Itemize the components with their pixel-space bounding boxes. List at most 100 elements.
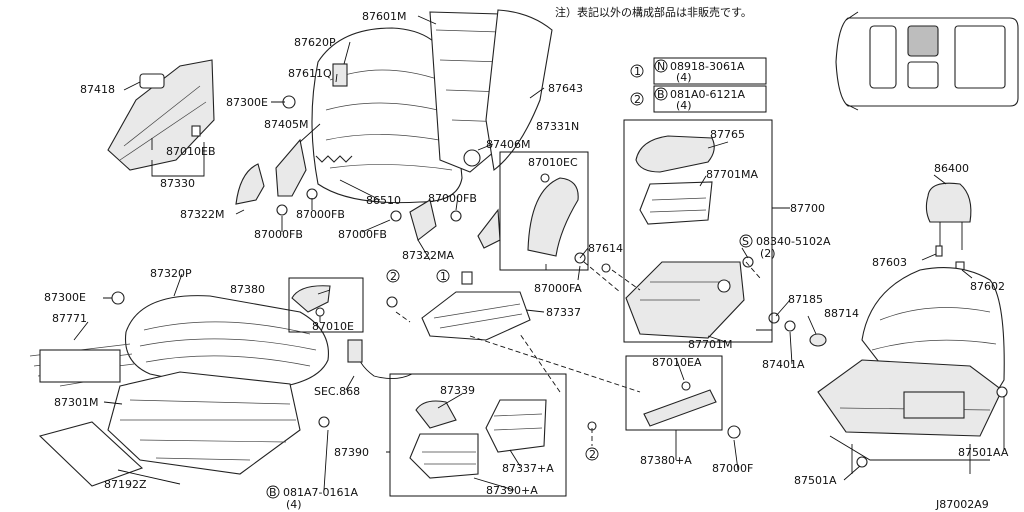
label-87501AA: 87501AA [958,446,1009,459]
label-87330: 87330 [160,177,195,190]
tray-87339 [415,400,457,429]
ref-markers: 2 1 2 S B [266,234,753,499]
holder-87337A [485,399,547,453]
label-87501A: 87501A [794,474,837,487]
svg-text:2: 2 [589,448,596,461]
svg-text:2: 2 [390,270,397,283]
svg-text:2: 2 [634,93,641,106]
harness-sec868 [347,339,413,379]
marker-1-icon [630,64,644,78]
label-87300E-left: 87300E [44,291,86,304]
side-finisher-87330 [107,59,215,171]
note-text: 注）表記以外の構成部品は非販売です。 [555,5,752,19]
label-87000FB-3: 87000FB [338,228,387,241]
label-08340-qty: (2) [760,247,776,260]
label-87300E-top: 87300E [226,96,268,109]
label-87602: 87602 [970,280,1005,293]
label-87701MA: 87701MA [706,168,758,181]
svg-text:(4): (4) [676,99,692,112]
label-87192Z: 87192Z [104,478,147,491]
label-87010E: 87010E [312,320,354,333]
svg-text:(4): (4) [676,71,692,84]
label-87000FB-4: 87000FB [428,192,477,205]
bracket-87337 [386,271,531,341]
part-labels: 87601M 87620P 87611Q 87643 87418 87300E … [44,10,1009,511]
label-87701M: 87701M [688,338,732,351]
svg-text:S: S [742,235,749,248]
s-symbol-icon [739,234,753,248]
label-87320P: 87320P [150,267,192,280]
side-pocket [527,173,579,257]
label-87000FA: 87000FA [534,282,582,295]
label-87337A: 87337+A [502,462,554,475]
label-87620P: 87620P [294,36,336,49]
label-sec868: SEC.868 [314,385,360,398]
label-87700: 87700 [790,202,825,215]
label-87614: 87614 [588,242,623,255]
label-86400: 86400 [934,162,969,175]
label-87601M: 87601M [362,10,406,23]
label-08340-5102A: 08340-5102A [756,235,831,248]
label-87322M: 87322M [180,208,224,221]
label-87405M: 87405M [264,118,308,131]
label-87771: 87771 [52,312,87,325]
console-tray-87701MA [639,181,713,225]
box-87380 [288,277,364,333]
n-symbol-icon [654,59,668,73]
label-87010EC: 87010EC [528,156,578,169]
console-lid-87765 [635,135,715,173]
label-87000F: 87000F [712,462,753,475]
label-87603: 87603 [872,256,907,269]
recliner-cover-87322M [235,138,318,216]
svg-text:1: 1 [634,65,641,78]
label-87339: 87339 [440,384,475,397]
label-87611Q: 87611Q [288,67,332,80]
label-87301M: 87301M [54,396,98,409]
label-87185: 87185 [788,293,823,306]
legend-part-2: 081A0-6121A [670,88,745,101]
marker-2-icon [585,447,599,461]
cup-holder-87380A [587,381,741,439]
label-081A7-0161A: 081A7-0161A [283,486,358,499]
vehicle-locator [835,11,1019,111]
label-87331N: 87331N [536,120,579,133]
label-87406M: 87406M [486,138,530,151]
leader-lines [73,15,1005,491]
seat-assembly-complete [817,267,1008,474]
b-symbol-icon [654,87,668,101]
recliner-cover-87322MA [390,199,501,249]
label-87010EB: 87010EB [166,145,216,158]
spring-87771 [29,343,135,387]
label-87380A: 87380+A [640,454,692,467]
box-87331N [499,151,589,271]
label-87418: 87418 [80,83,115,96]
diagram-id: J87002A9 [935,498,989,511]
box-87390A-part [409,433,479,479]
label-87390A: 87390+A [486,484,538,497]
label-86510: 86510 [366,194,401,207]
seat-frame-87301M [107,371,330,475]
highlighted-seat-icon [907,25,939,57]
console-base-87701M [625,261,745,339]
box-87380A [625,355,723,431]
label-87401A: 87401A [762,358,805,371]
svg-text:B: B [269,486,277,499]
label-87000FB-2: 87000FB [254,228,303,241]
marker-2-icon [630,92,644,106]
clip-87300E [111,291,125,305]
label-87643: 87643 [548,82,583,95]
seat-cushion-87320P [124,295,329,391]
sheet-87192Z [38,421,144,487]
b-symbol-icon [266,485,280,499]
legend-part-1: 08918-3061A [670,60,745,73]
label-87337: 87337 [546,306,581,319]
svg-text:1: 1 [440,270,447,283]
label-88714: 88714 [824,307,859,320]
svg-text:B: B [657,88,665,101]
legend: 1 N 08918-3061A (4) 2 B 081A0-6121A (4) [630,57,767,113]
svg-text:N: N [657,60,665,73]
label-87390: 87390 [334,446,369,459]
box-87390 [389,373,567,497]
label-87322MA: 87322MA [402,249,454,262]
